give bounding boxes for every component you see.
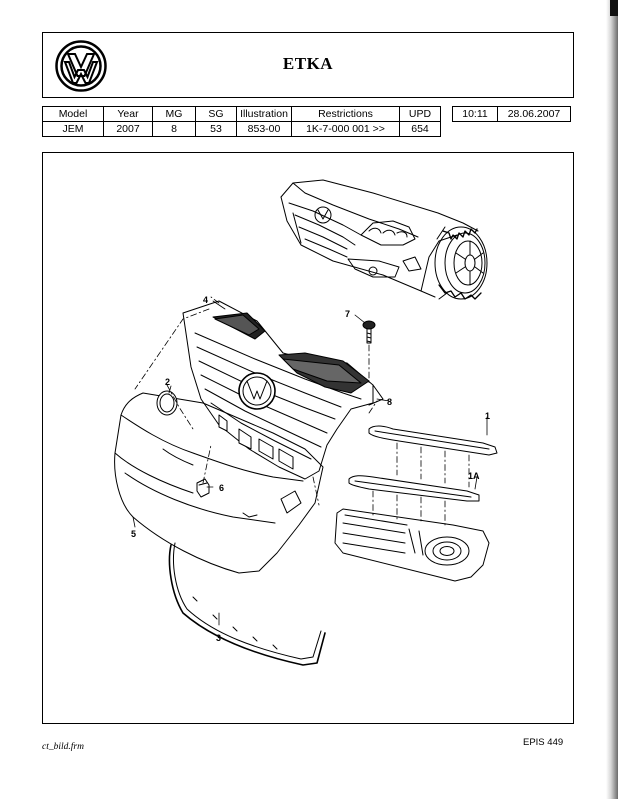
callout-4: 4 <box>203 295 208 305</box>
year-value: 2007 <box>103 121 153 137</box>
bumper-cover-part <box>114 392 324 574</box>
upper-grille-part <box>182 300 384 480</box>
callout-7: 7 <box>345 309 350 319</box>
col-mg-header: MG <box>152 106 196 122</box>
exploded-view-drawing: 4 7 8 1 1A 2 6 5 3 <box>114 179 498 666</box>
callout-5: 5 <box>131 529 136 539</box>
sg-value: 53 <box>195 121 237 137</box>
footer-file-name: ct_bild.frm <box>42 742 84 752</box>
catalog-info-table: Model Year MG SG Illustration Restrictio… <box>42 106 571 137</box>
moulding-strip-1a-part <box>348 475 480 502</box>
page-header: ETKA <box>42 32 574 98</box>
col-sg-header: SG <box>195 106 237 122</box>
footer-page-code: EPIS 449 <box>523 737 564 748</box>
col-year-header: Year <box>103 106 153 122</box>
col-illustration-header: Illustration <box>236 106 292 122</box>
moulding-strip-part <box>368 425 498 456</box>
screw-part <box>362 320 376 344</box>
date-value: 28.06.2007 <box>497 106 571 122</box>
callout-6: 6 <box>219 483 224 493</box>
clip-part <box>196 478 210 498</box>
upd-value: 654 <box>399 121 441 137</box>
callout-8: 8 <box>387 397 392 407</box>
assembly-lines <box>134 296 470 528</box>
seal-strip-part <box>168 542 326 666</box>
col-model-header: Model <box>42 106 104 122</box>
scan-edge-corner <box>610 0 618 16</box>
vw-logo-icon <box>55 40 107 92</box>
side-grille-part <box>334 508 490 582</box>
mg-value: 8 <box>152 121 196 137</box>
info-value-row: JEM 2007 8 53 853-00 1K-7-000 001 >> 654 <box>42 121 571 137</box>
callout-leaders <box>132 300 488 626</box>
scan-edge-shadow <box>606 0 618 799</box>
car-front-view <box>280 179 488 300</box>
parts-illustration: 4 7 8 1 1A 2 6 5 3 <box>42 152 574 724</box>
illustration-value: 853-00 <box>236 121 292 137</box>
callout-1a: 1A <box>468 471 480 481</box>
time-value: 10:11 <box>452 106 498 122</box>
callout-2: 2 <box>165 377 170 387</box>
model-value: JEM <box>42 121 104 137</box>
callout-3: 3 <box>216 633 221 643</box>
col-upd-header: UPD <box>399 106 441 122</box>
emblem-part <box>156 390 178 416</box>
page-title: ETKA <box>282 54 334 73</box>
restrictions-value: 1K-7-000 001 >> <box>291 121 400 137</box>
col-restrictions-header: Restrictions <box>291 106 400 122</box>
info-header-row: Model Year MG SG Illustration Restrictio… <box>42 106 571 122</box>
callout-1: 1 <box>485 411 490 421</box>
